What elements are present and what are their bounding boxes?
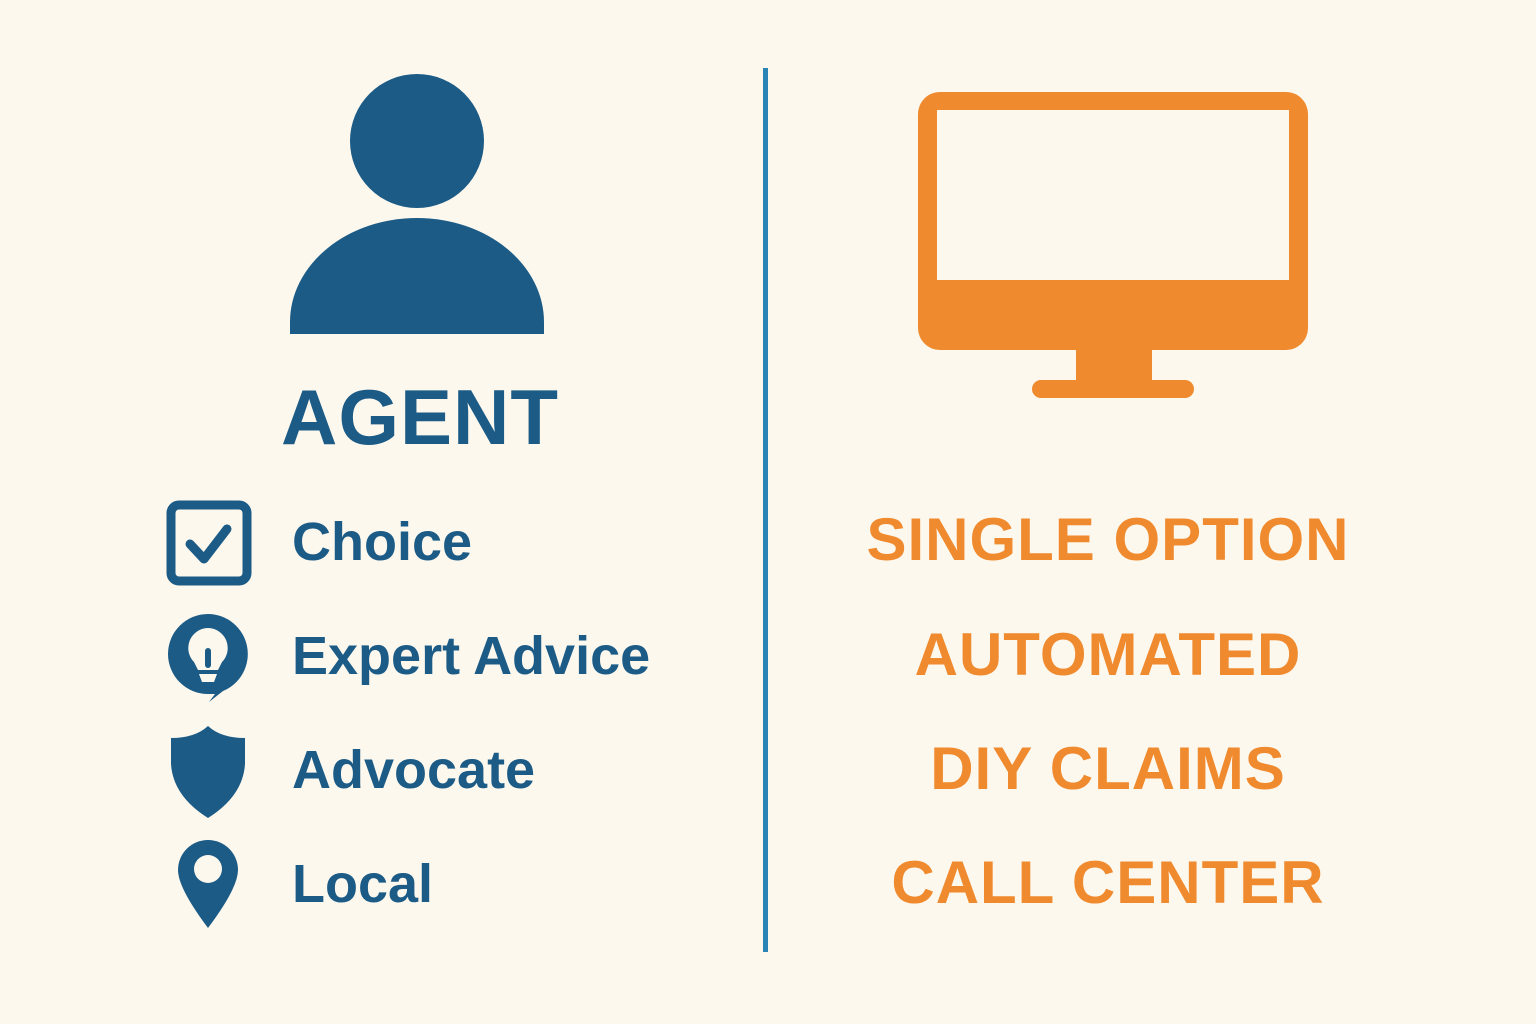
feature-label: Local <box>292 854 434 914</box>
lightbulb-chat-icon <box>160 608 256 704</box>
feature-local: Local <box>160 834 433 934</box>
feature-label: Expert Advice <box>292 626 651 686</box>
feature-label: Advocate <box>292 740 536 800</box>
online-item-diy-claims: DIY CLAIMS <box>930 735 1286 802</box>
agent-title: AGENT <box>281 373 559 461</box>
map-pin-icon <box>160 836 256 932</box>
online-item-single-option: SINGLE OPTION <box>866 506 1350 573</box>
feature-advocate: Advocate <box>160 720 535 820</box>
feature-expert-advice: Expert Advice <box>160 606 650 706</box>
desktop-monitor-icon <box>918 92 1308 402</box>
shield-icon <box>160 722 256 818</box>
person-icon <box>288 74 546 336</box>
center-divider <box>763 68 768 952</box>
checkbox-checked-icon <box>160 494 256 590</box>
feature-choice: Choice <box>160 492 472 592</box>
online-item-automated: AUTOMATED <box>914 621 1302 688</box>
online-item-call-center: CALL CENTER <box>891 849 1325 916</box>
feature-label: Choice <box>292 512 473 572</box>
